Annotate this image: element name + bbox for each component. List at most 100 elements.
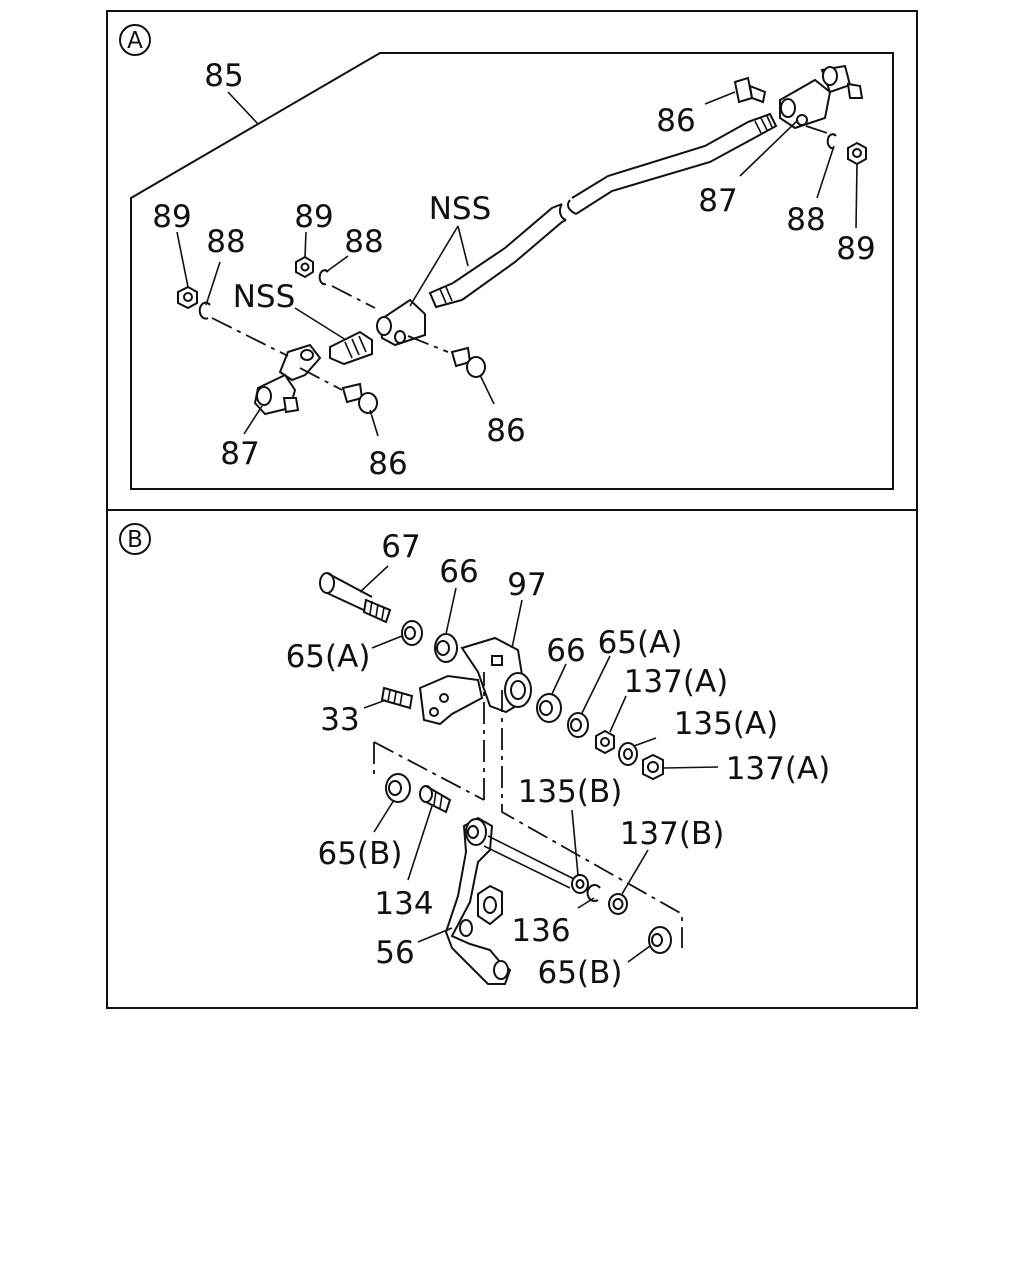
clip-88-left (198, 301, 211, 320)
label-137a-2: 137(A) (726, 751, 831, 787)
leader-88-left (205, 261, 221, 306)
label-86-bottom: 86 (368, 446, 407, 482)
shift-rod (428, 112, 778, 309)
leader-136 (577, 897, 595, 909)
label-134: 134 (374, 886, 433, 922)
label-137a-1: 137(A) (624, 664, 729, 700)
bracket-87-left (253, 343, 322, 416)
washer-135a (618, 742, 638, 766)
clip-88-mid (318, 269, 329, 286)
label-97: 97 (507, 567, 546, 603)
pin-67 (319, 572, 392, 624)
label-67: 67 (381, 529, 420, 565)
nut-89-mid (295, 255, 314, 279)
label-135a: 135(A) (674, 706, 779, 742)
bushing-65a-left (401, 620, 423, 646)
leader-65b-right (627, 945, 651, 963)
label-86-mid: 86 (486, 413, 525, 449)
nut-137b (608, 893, 628, 915)
leader-85 (227, 91, 259, 125)
leader-135a (633, 737, 657, 747)
align-line-a3 (407, 335, 449, 353)
clip-88-right (826, 133, 837, 150)
label-88-mid: 88 (344, 224, 383, 260)
leader-86-mid (479, 374, 495, 405)
leader-137a-1 (609, 695, 627, 733)
panel-b-badge: B (127, 527, 143, 553)
label-nss-upper: NSS (429, 191, 492, 227)
align-line-a5 (805, 125, 831, 135)
label-89-mid: 89 (294, 199, 333, 235)
align-line-a4 (299, 367, 343, 391)
pin-134 (419, 785, 452, 814)
label-135b: 135(B) (518, 774, 623, 810)
label-89-left: 89 (152, 199, 191, 235)
leader-89-right (855, 163, 858, 229)
label-87-right: 87 (698, 183, 737, 219)
leader-86-top (704, 91, 736, 105)
leader-86-bottom (369, 409, 379, 437)
label-136: 136 (511, 913, 570, 949)
label-65a-left: 65(A) (286, 639, 371, 675)
leader-33 (363, 699, 387, 709)
clip-136 (586, 884, 601, 903)
nut-137a-2 (642, 753, 664, 781)
leader-87-right (739, 119, 799, 177)
bolt-86-lower (341, 382, 378, 414)
leader-134 (407, 805, 433, 881)
bushing-66-top (434, 633, 458, 663)
leader-nss-upper-2 (457, 225, 469, 267)
bushing-65a-right (567, 712, 589, 738)
lever-56 (444, 816, 512, 985)
label-88-left: 88 (206, 224, 245, 260)
label-66-top: 66 (439, 554, 478, 590)
leader-65b-left (373, 799, 395, 833)
label-66-right: 66 (546, 633, 585, 669)
bushing-65b-right (648, 926, 672, 954)
leader-nss-upper-1 (409, 225, 459, 307)
leader-65a-right (581, 655, 611, 714)
bushing-65b-left (385, 773, 411, 803)
housing-97 (418, 636, 532, 726)
leader-135b (571, 809, 579, 876)
label-nss-lower: NSS (233, 279, 296, 315)
label-65b-left: 65(B) (318, 836, 403, 872)
leader-56 (417, 927, 453, 943)
leader-87-left (243, 405, 263, 435)
nut-89-left (177, 285, 198, 310)
leader-88-right (816, 145, 835, 199)
leader-137a-2 (663, 766, 719, 769)
bolt-86-mid (450, 346, 486, 378)
leader-89-mid (304, 231, 307, 258)
label-87-left: 87 (220, 436, 259, 472)
leader-67 (359, 565, 389, 593)
panel-b-badge-circle (119, 523, 151, 555)
label-56: 56 (375, 935, 414, 971)
label-86-top: 86 (656, 103, 695, 139)
leader-97 (511, 599, 523, 649)
leader-nss-lower (294, 307, 347, 341)
shaft-line-b2 (483, 845, 571, 889)
label-65a-right: 65(A) (598, 625, 683, 661)
panel-a-badge: A (127, 28, 143, 54)
label-33: 33 (320, 702, 359, 738)
leader-89-left (176, 231, 189, 288)
leader-65a-left (371, 635, 403, 649)
bolt-86-top (733, 76, 767, 104)
panel-b: B (119, 523, 831, 991)
leader-66-top (445, 587, 457, 635)
nut-137a-1 (595, 729, 615, 755)
label-89-right: 89 (836, 231, 875, 267)
label-65b-right: 65(B) (538, 955, 623, 991)
nut-89-right (847, 141, 867, 166)
joint-stub-nss (329, 330, 373, 366)
assembly-85-outline (130, 52, 894, 490)
rod-joint (376, 298, 426, 347)
bushing-66-right (536, 693, 562, 723)
label-85: 85 (204, 58, 243, 94)
label-88-right: 88 (786, 202, 825, 238)
panel-a: A (119, 24, 894, 490)
panel-a-badge-circle (119, 24, 151, 56)
leader-137b (621, 849, 649, 895)
